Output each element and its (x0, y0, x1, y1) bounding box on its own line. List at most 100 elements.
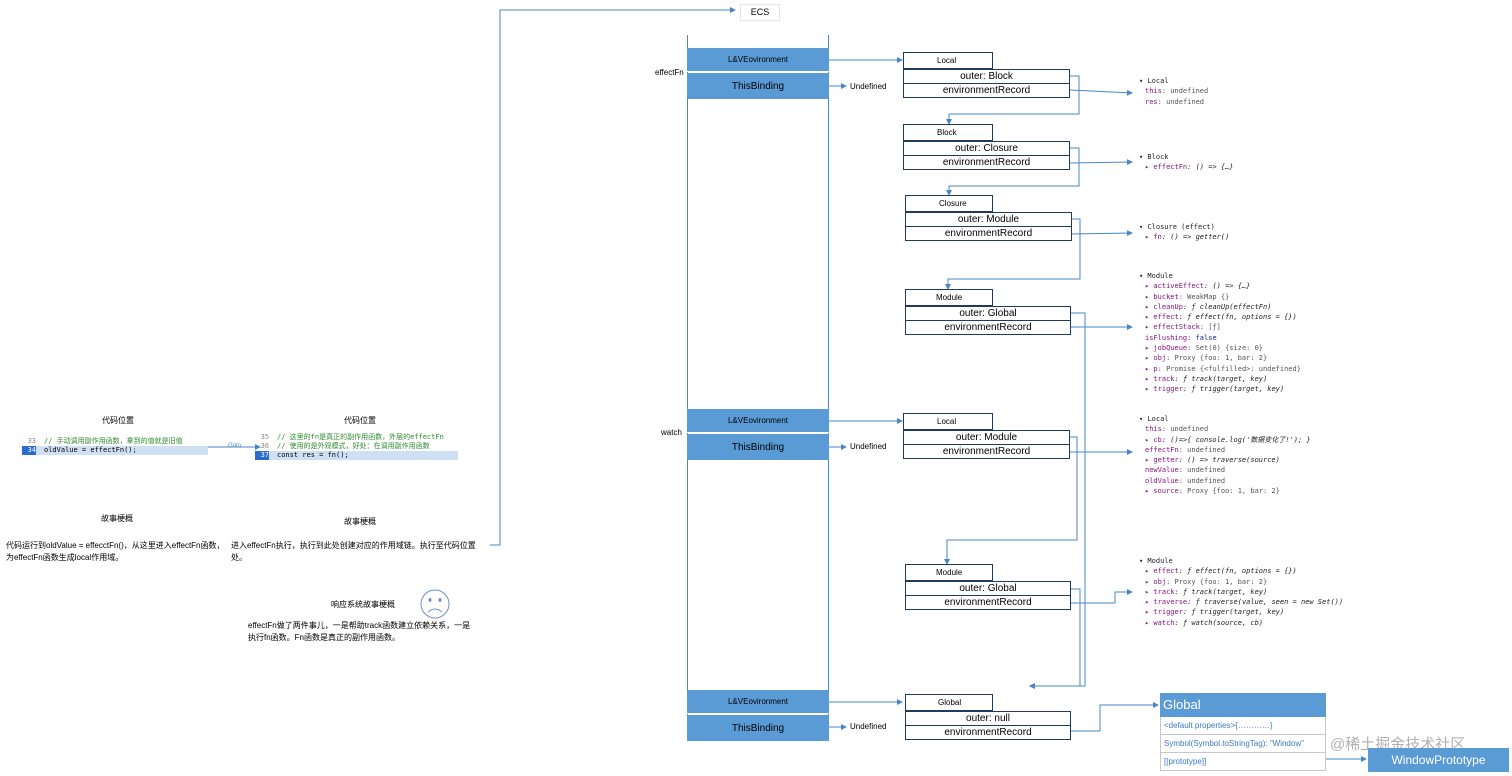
this-value: Undefined (850, 442, 887, 451)
scope-variable[interactable]: ▸ traverse: ƒ traverse(value, seen = new… (1145, 598, 1344, 607)
story-text-1: 代码运行到oldValue = effecctFn()，从这里进入effectF… (6, 541, 225, 562)
ecs-stack (687, 35, 829, 740)
this-value: Undefined (850, 722, 887, 731)
record-title: Block (903, 124, 993, 141)
code-line: 33 // 手动调用副作用函数，拿到的值就是旧值 (22, 437, 208, 446)
record-outer: outer: Global (905, 581, 1071, 596)
scope-panel: ▾ Module ▸ activeEffect: () => {…}▸ bucke… (1139, 271, 1301, 395)
line-number: 33 (27, 437, 36, 445)
scope-variable[interactable]: ▸ jobQueue: Set(0) {size: 0} (1145, 344, 1264, 353)
line-number: 35 (260, 433, 269, 441)
code-text: // 这里的fn是真正的副作用函数，外层的effectFn (277, 433, 444, 441)
scope-variable[interactable]: ▸ trigger: ƒ trigger(target, key) (1145, 385, 1285, 394)
record-title: Module (905, 289, 993, 306)
code-snippet-1: 33 // 手动调用副作用函数，拿到的值就是旧值 34 oldValue = effe… (22, 437, 208, 455)
scope-header[interactable]: ▾ Module (1139, 272, 1173, 280)
record-env: environmentRecord (905, 595, 1071, 610)
scope-variable[interactable]: ▸ obj: Proxy {foo: 1, bar: 2} (1145, 577, 1268, 586)
record-title: Local (903, 52, 993, 69)
scope-header[interactable]: ▾ Module (1139, 557, 1173, 565)
scope-panel: ▾ Module ▸ effect: ƒ effect(fn, options =… (1139, 556, 1343, 628)
this-binding-cell: ThisBinding (687, 73, 829, 99)
scope-variable[interactable]: ▸ activeEffect: () => {…} (1145, 282, 1251, 291)
story-label: 故事梗概 (101, 514, 133, 523)
scope-variable[interactable]: ▸ effectFn: () => {…} (1145, 163, 1234, 172)
scope-variable[interactable]: ▸ effectStack: [ƒ] (1145, 323, 1221, 332)
code-text: const res = fn(); (277, 451, 349, 459)
code-line: 35 // 这里的fn是真正的副作用函数，外层的effectFn (255, 433, 458, 442)
lexical-env-cell: L&VEovironment (687, 409, 829, 433)
scope-variable[interactable]: this: undefined (1145, 87, 1209, 96)
scope-variable[interactable]: effectFn: undefined (1145, 445, 1226, 454)
wire-local-block (946, 75, 1080, 125)
story-label: 故事梗概 (344, 517, 376, 526)
scope-header[interactable]: ▾ Block (1139, 153, 1169, 161)
scope-variable[interactable]: res: undefined (1145, 97, 1205, 106)
scope-header[interactable]: ▾ Local (1139, 415, 1169, 423)
code-text: // 使用的是外观模式，好处：在调用副作用函数 (277, 442, 430, 450)
scope-header[interactable]: ▾ Closure (effect) (1139, 223, 1215, 231)
scope-variable[interactable]: ▸ effect: ƒ effect(fn, options = {}) (1145, 567, 1297, 576)
lexical-env-cell: L&VEovironment (687, 690, 829, 714)
scope-variable[interactable]: ▸ track: ƒ track(target, key) (1145, 374, 1268, 383)
window-prototype-box: WindowPrototype (1368, 748, 1509, 772)
record-outer: outer: Closure (903, 141, 1070, 156)
scope-variable[interactable]: ▸ effect: ƒ effect(fn, options = {}) (1145, 313, 1297, 322)
reactive-story-text: effectFn做了两件事儿，一是帮助track函数建立依赖关系，一是执行fn函… (248, 621, 471, 642)
wire-local2-module (944, 436, 1078, 565)
record-env: environmentRecord (905, 320, 1071, 335)
reactive-story-label: 响应系统故事梗概 (331, 600, 395, 609)
lexical-env-cell: L&VEovironment (687, 48, 829, 72)
record-title: Global (905, 694, 993, 711)
scope-variable[interactable]: ▸ cleanUp: ƒ cleanUp(effectFn) (1145, 302, 1272, 311)
record-outer: outer: Module (903, 430, 1070, 445)
scope-variable[interactable]: ▸ track: ƒ track(target, key) (1145, 587, 1268, 596)
wire-rec6-scope (1071, 589, 1133, 604)
scope-variable[interactable]: ▸ source: Proxy {foo: 1, bar: 2} (1145, 487, 1280, 496)
wire-story-to-ecs (490, 7, 736, 546)
this-binding-cell: ThisBinding (687, 434, 829, 460)
scope-variable[interactable]: ▸ p: Promise {<fulfilled>: undefined} (1145, 364, 1301, 373)
wire-module2-global (1029, 588, 1081, 689)
scope-variable[interactable]: ▸ fn: () => getter() (1145, 233, 1230, 242)
wire-rec3-scope (1071, 230, 1133, 237)
record-title: Local (903, 413, 993, 430)
scope-variable[interactable]: oldValue: undefined (1145, 476, 1226, 485)
record-env: environmentRecord (903, 83, 1070, 98)
scope-variable[interactable]: ▸ obj: Proxy {foo: 1, bar: 2} (1145, 354, 1268, 363)
scope-variable[interactable]: ▸ cb: ()=>{ console.log('数据变化了!'); } (1145, 435, 1311, 444)
context-label: effectFn (655, 68, 684, 77)
code-text: oldValue = effectFn(); (44, 446, 137, 454)
this-binding-cell: ThisBinding (687, 715, 829, 741)
scope-panel: ▾ Closure (effect) ▸ fn: () => getter() (1139, 222, 1229, 243)
story-text-2: 进入effectFn执行，执行到此处创建对应的作用域链。执行至代码位置处。 (231, 541, 476, 562)
global-panel-title: Global (1160, 693, 1326, 717)
ecs-title: ECS (740, 4, 780, 21)
scope-variable[interactable]: ▸ bucket: WeakMap {} (1145, 292, 1230, 301)
record-env: environmentRecord (905, 725, 1071, 740)
scope-variable[interactable]: newValue: undefined (1145, 466, 1226, 475)
record-outer: outer: Module (905, 212, 1072, 227)
wire-global-panel (1071, 702, 1159, 732)
line-number: 34 (22, 446, 36, 455)
scope-variable[interactable]: isFlushing: false (1145, 333, 1217, 342)
scope-variable[interactable]: ▸ watch: ƒ watch(source, cb) (1145, 618, 1264, 627)
scope-variable[interactable]: ▸ getter: () => traverse(source) (1145, 456, 1280, 465)
record-outer: outer: Block (903, 69, 1070, 84)
this-value: Undefined (850, 82, 887, 91)
scope-variable[interactable]: ▸ trigger: ƒ trigger(target, key) (1145, 608, 1285, 617)
scope-panel: ▾ Local this: undefined▸ cb: ()=>{ conso… (1139, 414, 1311, 496)
global-panel-row: Symbol(Symbol.toStringTag): "Window" (1160, 735, 1326, 753)
global-panel-row: <default properties>{…………} (1160, 717, 1326, 735)
scope-variable[interactable]: this: undefined (1145, 425, 1209, 434)
code-text: // 手动调用副作用函数，拿到的值就是旧值 (44, 437, 183, 445)
wire-closure-module (945, 218, 1081, 290)
record-env: environmentRecord (903, 444, 1070, 459)
scope-header[interactable]: ▾ Local (1139, 77, 1169, 85)
wire-block-closure (946, 147, 1080, 196)
code-position-label: 代码位置 (344, 416, 376, 425)
